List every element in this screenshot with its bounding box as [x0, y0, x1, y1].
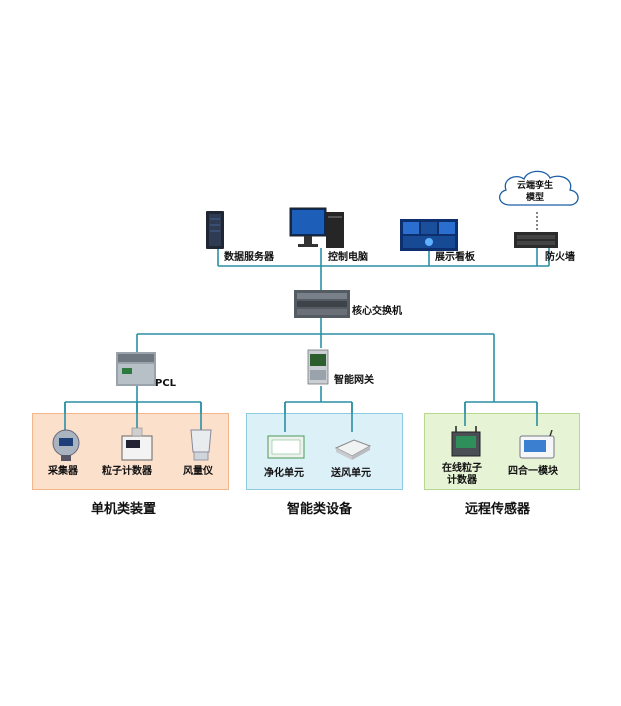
- cloud-label-line2: 模型: [526, 193, 545, 203]
- plc-label: PCL: [155, 378, 177, 389]
- collector-icon: [52, 429, 80, 461]
- server-rack-icon: [206, 211, 224, 249]
- supply-air-unit-icon: [334, 439, 372, 460]
- firewall-icon: [514, 232, 558, 248]
- online-particle-counter-label-line1: 在线粒子: [442, 463, 482, 474]
- particle-counter-icon: [121, 427, 153, 461]
- desktop-computer-icon: [289, 207, 344, 248]
- firewall-label: 防火墙: [545, 252, 575, 263]
- online-particle-counter-label-line2: 计数器: [447, 475, 477, 486]
- particle-counter-label: 粒子计数器: [102, 466, 152, 477]
- remote-group-title: 远程传感器: [465, 502, 531, 517]
- supply-air-unit-label: 送风单元: [331, 468, 371, 479]
- smart-gateway-label: 智能网关: [334, 375, 374, 386]
- display-board-label: 展示看板: [435, 252, 475, 263]
- four-in-one-module-label: 四合一模块: [508, 466, 558, 477]
- anemometer-icon: [190, 429, 212, 461]
- plc-icon: [116, 352, 156, 386]
- cloud-icon: [499, 170, 579, 206]
- collector-label: 采集器: [48, 466, 78, 477]
- cloud-label-line1: 云端孪生: [517, 181, 554, 191]
- core-switch-label: 核心交换机: [352, 306, 402, 317]
- online-particle-counter-icon: [451, 426, 481, 457]
- purification-unit-icon: [267, 435, 305, 459]
- anemometer-label: 风量仪: [183, 466, 213, 477]
- smart-group-title: 智能类设备: [287, 502, 353, 517]
- four-in-one-module-icon: [519, 430, 555, 459]
- data-server-label: 数据服务器: [224, 252, 274, 263]
- dashboard-screen-icon: [400, 219, 458, 251]
- gateway-icon: [307, 349, 329, 385]
- control-pc-label: 控制电脑: [328, 252, 368, 263]
- core-switch-icon: [294, 290, 350, 318]
- standalone-group-title: 单机类装置: [91, 502, 157, 517]
- purification-unit-label: 净化单元: [264, 468, 304, 479]
